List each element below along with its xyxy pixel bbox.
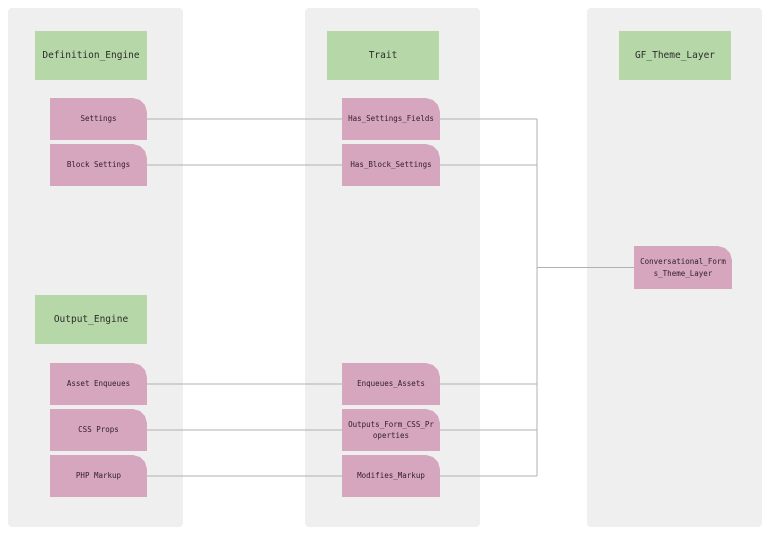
node-conversational-forms-theme-layer-label: Conversational_Form s_Theme_Layer — [640, 257, 726, 278]
node-has-settings-fields[interactable]: Has_Settings_Fields — [342, 98, 440, 140]
header-trait[interactable]: Trait — [327, 31, 439, 80]
node-php-markup-label: PHP Markup — [75, 471, 122, 481]
header-trait-label: Trait — [368, 50, 398, 61]
node-has-block-settings[interactable]: Has_Block_Settings — [342, 144, 440, 186]
header-output-engine-label: Output_Engine — [53, 314, 129, 325]
header-definition-engine[interactable]: Definition_Engine — [35, 31, 147, 80]
node-has-settings-fields-label: Has_Settings_Fields — [348, 114, 434, 124]
header-gf-theme-layer-label: GF_Theme_Layer — [634, 50, 716, 61]
node-asset-enqueues-label: Asset Enqueues — [66, 379, 131, 389]
node-asset-enqueues[interactable]: Asset Enqueues — [50, 363, 147, 405]
node-block-settings-label: Block Settings — [66, 160, 131, 170]
header-output-engine[interactable]: Output_Engine — [35, 295, 147, 344]
node-settings-label: Settings — [80, 114, 117, 124]
node-conversational-forms-theme-layer[interactable]: Conversational_Form s_Theme_Layer — [634, 246, 732, 289]
node-enqueues-assets[interactable]: Enqueues_Assets — [342, 363, 440, 405]
node-php-markup[interactable]: PHP Markup — [50, 455, 147, 497]
node-outputs-form-css-properties-label: Outputs_Form_CSS_Pr operties — [348, 419, 434, 440]
node-css-props-label: CSS Props — [78, 425, 119, 435]
header-definition-engine-label: Definition_Engine — [42, 50, 140, 61]
node-modifies-markup-label: Modifies_Markup — [357, 471, 425, 481]
node-modifies-markup[interactable]: Modifies_Markup — [342, 455, 440, 497]
node-has-block-settings-label: Has_Block_Settings — [350, 160, 432, 170]
node-settings[interactable]: Settings — [50, 98, 147, 140]
header-gf-theme-layer[interactable]: GF_Theme_Layer — [619, 31, 731, 80]
node-css-props[interactable]: CSS Props — [50, 409, 147, 451]
node-block-settings[interactable]: Block Settings — [50, 144, 147, 186]
node-enqueues-assets-label: Enqueues_Assets — [357, 379, 425, 389]
node-outputs-form-css-properties[interactable]: Outputs_Form_CSS_Pr operties — [342, 409, 440, 451]
